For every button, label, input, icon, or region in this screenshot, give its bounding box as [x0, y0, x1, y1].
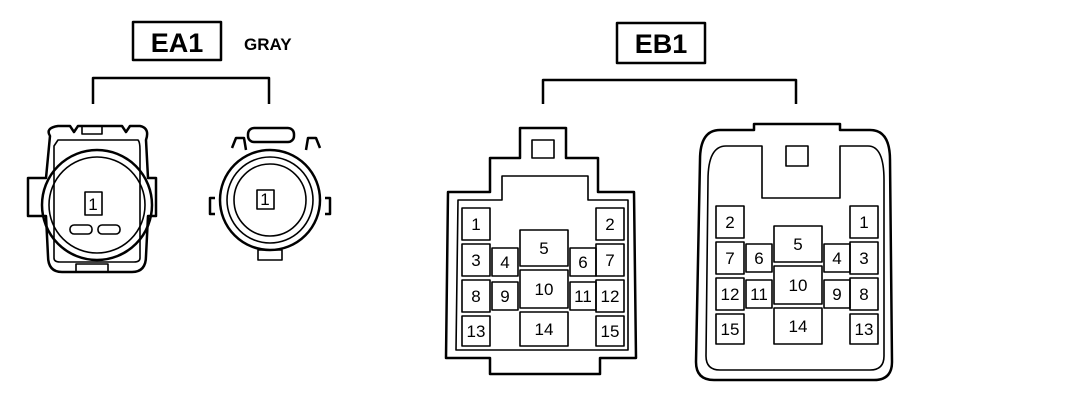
- eb1-right-pin-12: 12: [721, 285, 740, 304]
- eb1-right-pin-4: 4: [832, 249, 841, 268]
- eb1-right-pin-5: 5: [793, 235, 802, 254]
- eb1-left-pin-10: 10: [535, 280, 554, 299]
- ea1-color-label: GRAY: [244, 35, 292, 54]
- eb1-left-pin-13: 13: [467, 322, 486, 341]
- eb1-right-pin-8: 8: [859, 285, 868, 304]
- eb1-left-pin-1: 1: [471, 215, 480, 234]
- ea1-label: EA1: [151, 28, 204, 58]
- eb1-right-pin-7: 7: [725, 249, 734, 268]
- eb1-right-pin-2: 2: [725, 213, 734, 232]
- eb1-right-connector: 2 1 7 6 5 4 3 12 11 10 9 8 15 14 13: [694, 122, 894, 382]
- eb1-left-pin-2: 2: [605, 215, 614, 234]
- eb1-right-pin-11: 11: [750, 285, 768, 304]
- eb1-left-pin-11: 11: [574, 287, 592, 306]
- eb1-right-pin-10: 10: [789, 276, 808, 295]
- eb1-label: EB1: [635, 29, 688, 59]
- eb1-left-pin-8: 8: [471, 287, 480, 306]
- eb1-left-pin-12: 12: [601, 287, 620, 306]
- eb1-right-pin-1: 1: [859, 213, 868, 232]
- eb1-left-pin-15: 15: [601, 322, 620, 341]
- eb1-right-pin-15: 15: [721, 320, 740, 339]
- eb1-label-box: [615, 21, 707, 65]
- ea1-female-connector: 1: [208, 126, 332, 261]
- eb1-right-pin-9: 9: [832, 285, 841, 304]
- eb1-left-pin-7: 7: [605, 251, 614, 270]
- ea1-male-pin-1: 1: [88, 195, 97, 214]
- eb1-right-pin-13: 13: [855, 320, 874, 339]
- eb1-right-pin-14: 14: [789, 317, 808, 336]
- eb1-left-connector: 1 2 3 4 5 6 7 8 9 10 11 12 13 14 15: [444, 126, 638, 376]
- eb1-right-pin-6: 6: [754, 249, 763, 268]
- eb1-left-pin-3: 3: [471, 251, 480, 270]
- ea1-male-connector: 1: [26, 124, 158, 274]
- eb1-right-pin-3: 3: [859, 249, 868, 268]
- eb1-left-pin-14: 14: [535, 320, 554, 339]
- ea1-label-box: [131, 20, 223, 62]
- eb1-left-pin-5: 5: [539, 239, 548, 258]
- ea1-bracket: [91, 76, 271, 104]
- ea1-female-pin-1: 1: [260, 190, 269, 209]
- eb1-left-pin-4: 4: [500, 253, 509, 272]
- eb1-left-pin-6: 6: [578, 253, 587, 272]
- eb1-left-pin-9: 9: [500, 287, 509, 306]
- eb1-bracket: [541, 78, 798, 104]
